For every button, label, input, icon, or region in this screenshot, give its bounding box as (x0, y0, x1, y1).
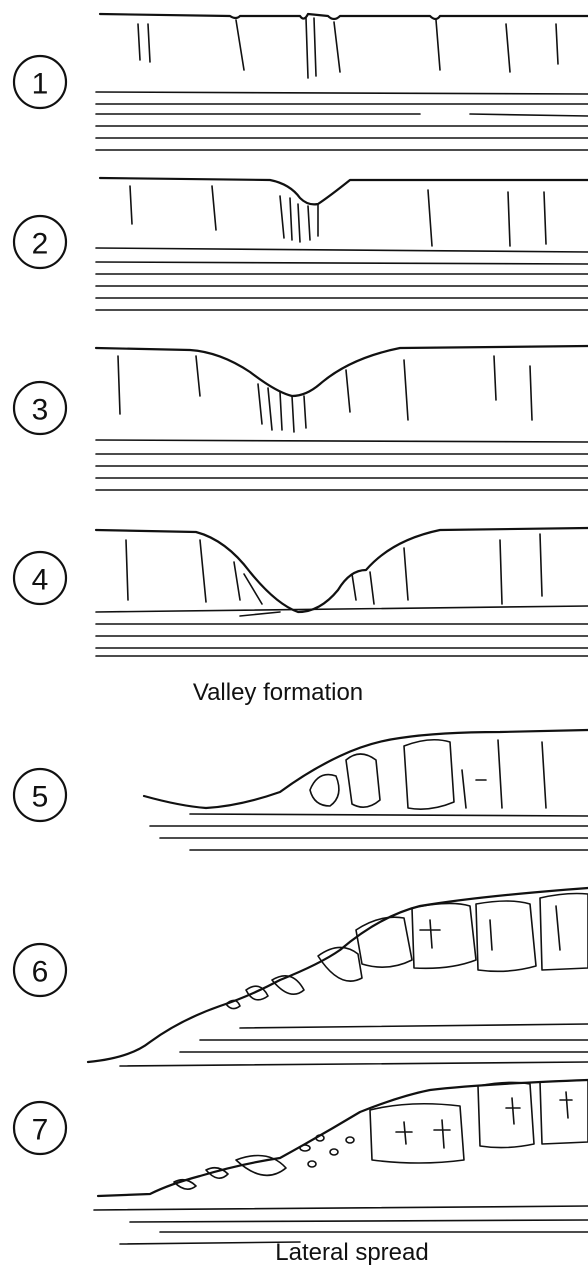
panel-5-number: 5 (32, 781, 49, 814)
panel-1-number: 1 (32, 68, 49, 101)
panel-7-cross-section (94, 1080, 588, 1244)
panel-6: 6 (14, 888, 588, 1066)
panel-2-cross-section (96, 178, 588, 310)
caption-lateral-spread: Lateral spread (275, 1239, 428, 1266)
caption-valley-formation: Valley formation (193, 679, 363, 706)
panel-4-cross-section (96, 528, 588, 656)
panel-2-number: 2 (32, 228, 49, 261)
panel-6-cross-section (88, 888, 588, 1066)
panel-1: 1 (14, 14, 588, 150)
panel-4-number: 4 (32, 564, 49, 597)
panel-5-cross-section (144, 730, 588, 850)
panel-3-number: 3 (32, 394, 49, 427)
panel-6-number: 6 (32, 956, 49, 989)
panel-2: 2 (14, 178, 588, 310)
panel-4: 4 (14, 528, 588, 656)
panel-7: 7 (14, 1080, 588, 1244)
panel-5: 5 (14, 730, 588, 850)
panel-1-cross-section (96, 14, 588, 150)
panel-3-cross-section (96, 346, 588, 490)
panel-7-number: 7 (32, 1114, 49, 1147)
panel-3: 3 (14, 346, 588, 490)
